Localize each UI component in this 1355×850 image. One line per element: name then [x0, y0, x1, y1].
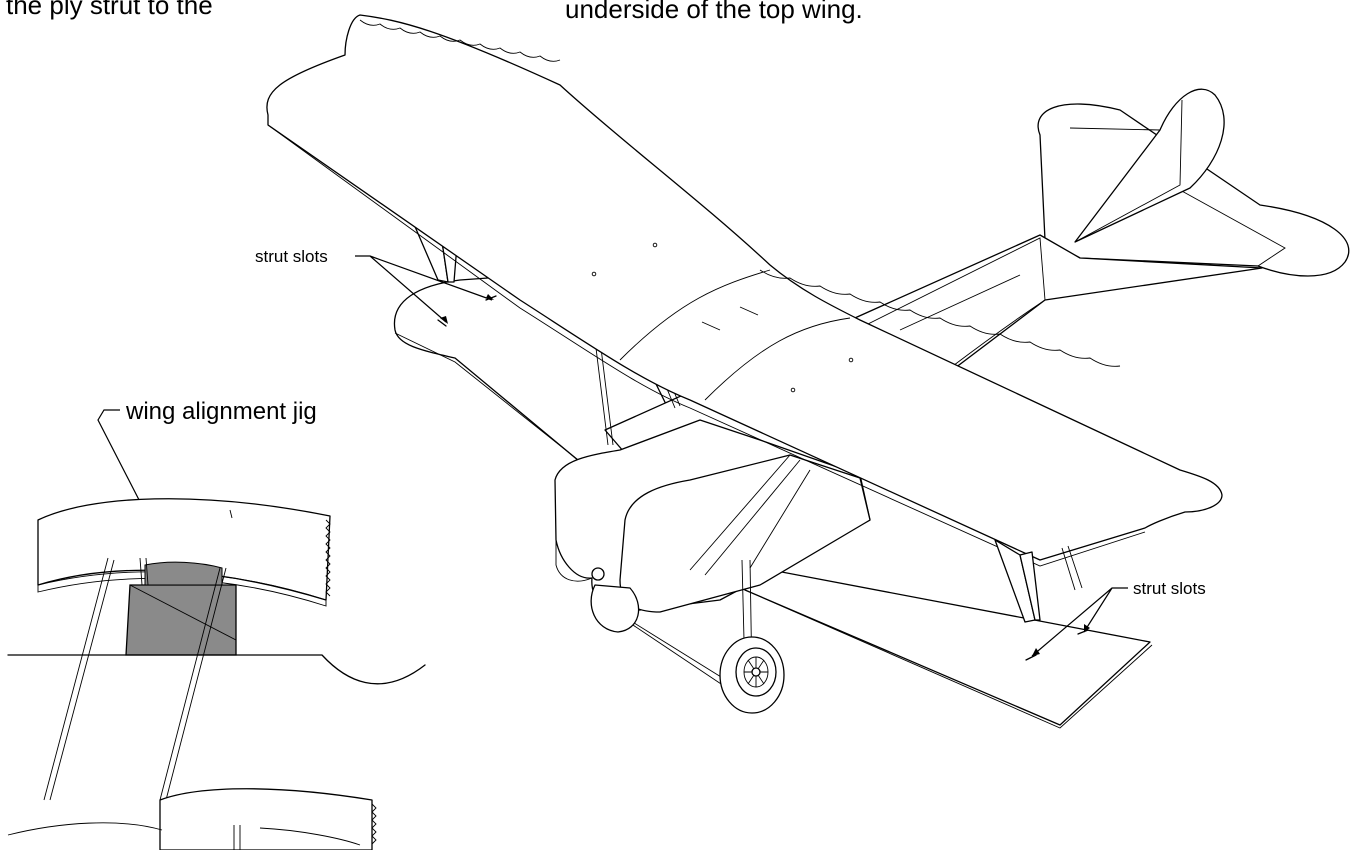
callout-strut-slots-right: strut slots	[1031, 579, 1206, 657]
right-struts	[994, 539, 1083, 623]
lower-wing	[393, 269, 1153, 729]
wing-alignment-jig	[125, 584, 237, 656]
callout-strut-slots-left: strut slots	[255, 247, 494, 324]
callout-wing-alignment-jig-label: wing alignment jig	[125, 398, 317, 425]
caption-top-center: underside of the top wing.	[565, 0, 863, 24]
vertical-fin	[1069, 88, 1225, 243]
wheel	[719, 636, 785, 714]
callout-strut-slots-left-label: strut slots	[255, 247, 328, 266]
inset-detail: wing alignment jig	[7, 398, 426, 850]
top-wing	[266, 14, 1223, 567]
callout-strut-slots-right-label: strut slots	[1133, 579, 1206, 598]
caption-top-left: the ply strut to the	[6, 0, 213, 20]
landing-gear	[590, 559, 785, 714]
nose-cowl	[554, 419, 871, 613]
